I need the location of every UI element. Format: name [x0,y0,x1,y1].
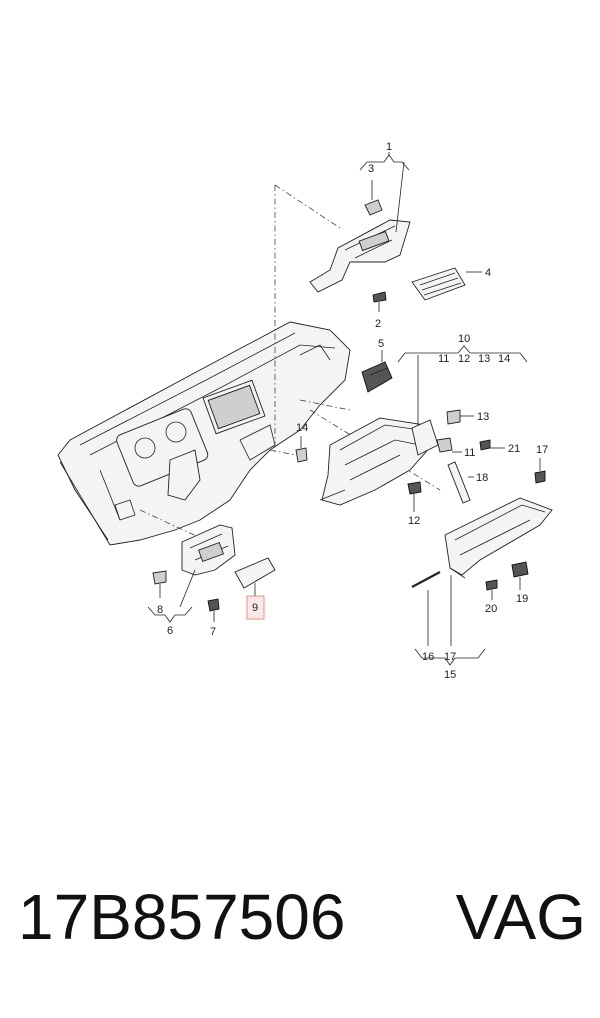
part-20-screw [485,579,498,600]
callout-11: 11 [464,447,475,459]
brand-name: VAG [455,881,586,953]
callout-12: 12 [408,515,420,527]
part-14-clip [295,436,308,463]
part-1-trim-panel [309,219,411,293]
part-4-vent [411,267,482,301]
part-10-glovebox-housing [319,417,439,506]
callout-17-group: 17 [444,651,456,663]
part-21-screw [479,439,505,451]
dashed-leaders [139,184,441,541]
callout-20: 20 [485,603,497,615]
part-17-screw [534,458,546,484]
footer: 17B857506 VAG [0,880,600,990]
callout-17: 17 [536,444,548,456]
part-19-switch [511,561,529,590]
callout-14: 14 [296,422,308,434]
part-13-latch [446,409,474,425]
callout-13-group: 13 [478,353,490,365]
callout-16: 16 [422,651,434,663]
callout-18: 18 [476,472,488,484]
part-12-screw [407,481,422,512]
callout-1: 1 [386,141,392,153]
parts-diagram: 1 3 2 4 5 10 11 12 13 14 13 11 21 17 18 … [57,141,553,681]
callout-19: 19 [516,593,528,605]
highlight-box-9 [246,595,265,620]
part-3-clip [364,180,383,216]
callout-8: 8 [157,604,163,616]
callout-11-group: 11 [438,353,449,365]
callout-2: 2 [375,318,381,330]
callout-5: 5 [378,338,384,350]
part-15-glovebox-lid [444,497,553,579]
part-18-rod [447,461,474,504]
callout-labels: 1 3 2 4 5 10 11 12 13 14 13 11 21 17 18 … [157,141,548,681]
callout-3: 3 [368,163,374,175]
part-8-clip [152,570,167,598]
callout-21: 21 [508,443,520,455]
callout-14-group: 14 [498,353,510,365]
callout-10: 10 [458,333,470,345]
dashboard-panel [57,321,351,546]
part-2-screw [372,291,387,312]
part-6-side-bracket [181,524,236,576]
callout-12-group: 12 [458,353,470,365]
part-7-screw [207,598,220,622]
callout-4: 4 [485,267,491,279]
callout-7: 7 [210,626,216,638]
part-16-rod [411,571,441,588]
part-9-cover [234,557,276,597]
part-number: 17B857506 [18,881,346,953]
part-11-clip [436,437,462,453]
part-5-vent [361,350,393,393]
callout-6: 6 [167,625,173,637]
callout-15: 15 [444,669,456,681]
callout-9: 9 [252,602,258,614]
bracket-lines [147,152,528,666]
callout-13: 13 [477,411,489,423]
